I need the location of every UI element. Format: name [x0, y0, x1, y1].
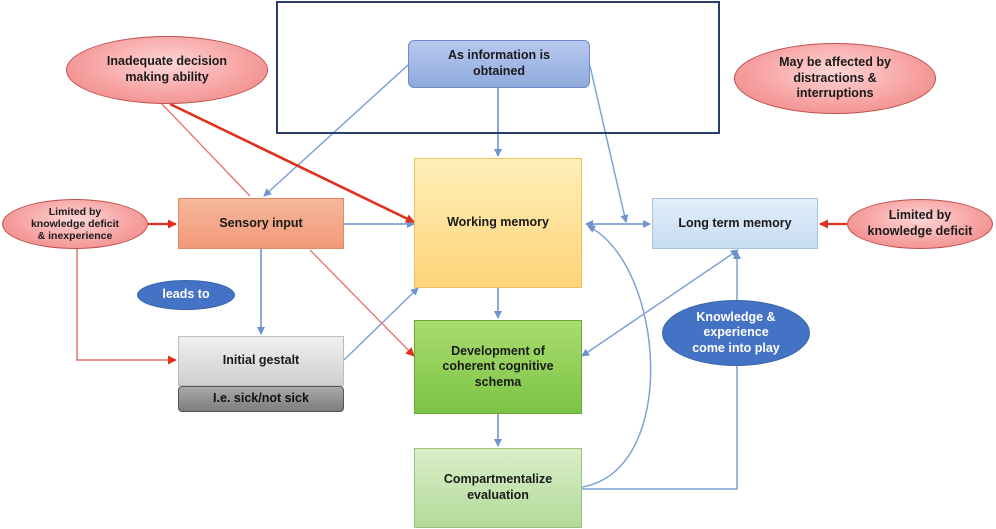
- arrow-sensory-to-development: [309, 249, 415, 357]
- arrow-inadequate-to-working-memory: [169, 102, 415, 224]
- arrow-info-to-sensory-input: [263, 64, 409, 197]
- working-memory-box: Working memory: [414, 158, 582, 288]
- development-schema-box: Development of coherent cognitive schema: [414, 320, 582, 414]
- arrow-info-to-long-term-memory: [589, 65, 629, 223]
- sick-not-sick-box: I.e. sick/not sick: [178, 386, 344, 412]
- line-limited-inexperience-to-gestalt: [76, 244, 177, 365]
- compartmentalize-evaluation-box: Compartmentalize evaluation: [414, 448, 582, 528]
- limited-by-knowledge-deficit-ellipse: Limited by knowledge deficit: [847, 199, 993, 249]
- line-compartmentalize-to-long-term-memory: [582, 251, 741, 490]
- line-inadequate-to-sensory: [161, 103, 251, 197]
- as-information-obtained-box: As information is obtained: [408, 40, 590, 88]
- information-frame: [276, 1, 720, 134]
- limited-by-deficit-inexperience-ellipse: Limited by knowledge deficit & inexperie…: [2, 199, 148, 249]
- leads-to-ellipse: leads to: [137, 280, 235, 310]
- knowledge-experience-ellipse: Knowledge & experience come into play: [662, 300, 810, 366]
- sensory-input-box: Sensory input: [178, 198, 344, 249]
- initial-gestalt-box: Initial gestalt: [178, 336, 344, 386]
- inadequate-decision-ellipse: Inadequate decision making ability: [66, 36, 268, 104]
- arrow-gestalt-to-working-memory: [343, 287, 419, 361]
- curve-compartmentalize-to-working-memory: [581, 225, 652, 488]
- arrow-long-term-development-bidirectional: [581, 249, 739, 357]
- long-term-memory-box: Long term memory: [652, 198, 818, 249]
- may-be-affected-ellipse: May be affected by distractions & interr…: [734, 43, 936, 114]
